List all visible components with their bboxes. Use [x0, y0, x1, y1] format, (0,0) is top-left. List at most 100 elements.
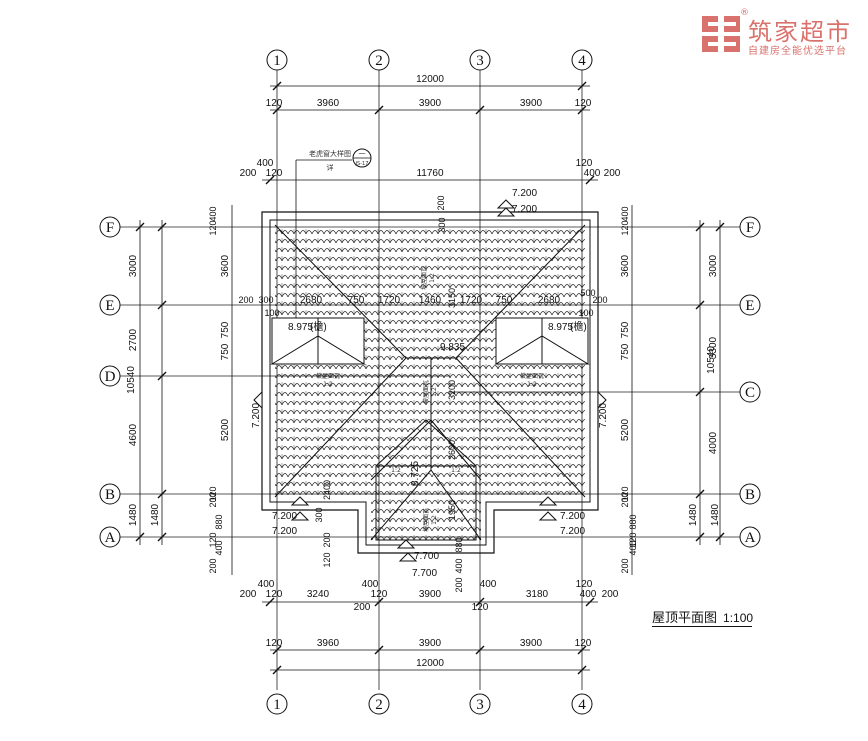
brand-name: 筑家超市 — [748, 18, 852, 46]
dim-in-1460: 1460 — [419, 295, 442, 306]
elev-bottom-left-1: 7.200 — [272, 511, 297, 522]
axis-right-F: F — [746, 220, 754, 236]
dim-rs-500: 500 — [580, 288, 595, 298]
drawing-title-text: 屋顶平面图 — [652, 611, 718, 626]
axis-left-B: B — [105, 487, 115, 503]
dim-bot1-120b: 120 — [371, 589, 388, 600]
dim-rs-400: 400 — [620, 206, 630, 221]
tile-note-top: 坡屋面瓦 — [420, 266, 428, 290]
dim-top-3960: 3960 — [317, 98, 340, 109]
dim-ls-120: 120 — [208, 220, 218, 235]
dim-top-120-right: 120 — [575, 98, 592, 109]
dim-ls-200b: 200 — [238, 295, 253, 305]
dimension-lines — [139, 85, 721, 671]
axis-right-E: E — [745, 298, 754, 314]
dim-iv-200b: 200 — [322, 532, 332, 547]
dim-iv-200: 200 — [436, 195, 446, 210]
dim-top-ov-400: 400 — [257, 158, 274, 169]
dim-ls-120b: 120 — [208, 486, 218, 501]
dim-bot2-3900-b: 3900 — [520, 638, 543, 649]
axis-top-4: 4 — [578, 53, 586, 69]
axis-left-F: F — [106, 220, 114, 236]
dim-iv-2400: 2400 — [322, 480, 332, 500]
slope-right: 1:2 — [527, 381, 537, 388]
dim-left-in-5200: 5200 — [220, 418, 231, 441]
axis-bottom-4: 4 — [578, 697, 586, 713]
dim-right-4000: 4000 — [708, 431, 719, 454]
axis-top-2: 2 — [375, 53, 383, 69]
dim-rs-120c: 120 — [628, 532, 638, 547]
dim-bot1-3240: 3240 — [307, 589, 330, 600]
dim-top-120-left: 120 — [266, 98, 283, 109]
dim-rs-400b: 400 — [628, 540, 638, 555]
dim-bot1-3180: 3180 — [526, 589, 549, 600]
axis-bottom-3: 3 — [476, 697, 484, 713]
dim-iv-200c: 200 — [454, 577, 464, 592]
tile-note-porch: 坡屋面瓦 — [422, 508, 430, 532]
dim-iv-880: 880 — [454, 537, 464, 552]
dim-top-3900-b: 3900 — [520, 98, 543, 109]
dim-top-ov-200: 200 — [240, 168, 257, 179]
dim-left-1480: 1480 — [128, 503, 139, 526]
slope-top: 1:2 — [429, 273, 436, 283]
dim-left-2700: 2700 — [128, 328, 139, 351]
elev-porch-1: 7.700 — [414, 551, 439, 562]
dim-bot1-200d: 200 — [602, 589, 619, 600]
slope-center: 1:2 — [431, 387, 438, 397]
dim-top-ov-r400: 400 — [584, 168, 601, 179]
dim-bot2-120-right: 120 — [575, 638, 592, 649]
dim-right-in-1480: 1480 — [710, 503, 721, 526]
elevation-markers — [253, 199, 607, 562]
dim-bot2-120-left: 120 — [266, 638, 283, 649]
dim-in-750-right: 750 — [496, 295, 513, 306]
elev-right-eave: 7.200 — [598, 403, 609, 428]
axis-right-B: B — [745, 487, 755, 503]
dim-right-total: 10540 — [706, 346, 717, 374]
dim-top-total: 12000 — [416, 74, 444, 85]
dim-ls-300: 300 — [258, 295, 273, 305]
dim-ls-100: 100 — [264, 308, 279, 318]
dim-in-1720-right: 1720 — [460, 295, 483, 306]
dormer-detail-label: 老虎窗大样图 — [309, 149, 351, 158]
dim-ls-880: 880 — [214, 514, 224, 529]
elev-bottom-right-2: 7.200 — [560, 526, 585, 537]
elev-top-2: 7.200 — [512, 204, 537, 215]
dim-right-in-5200: 5200 — [620, 418, 631, 441]
axis-bubbles — [99, 49, 761, 715]
axis-bottom-2: 2 — [375, 697, 383, 713]
porch — [375, 419, 477, 541]
dim-right-3300: 3300 — [708, 336, 719, 359]
brand-slogan: 自建房全能优选平台 — [748, 46, 847, 57]
slope-left: 1:2 — [323, 381, 333, 388]
slope-porch-mid: 1:2 — [431, 515, 438, 525]
slope-porch-right: 1:2 — [451, 467, 461, 474]
roof-ridges — [274, 224, 586, 541]
dim-rs-200b: 200 — [592, 295, 607, 305]
axis-bubble-labels: 1 2 3 4 1 2 3 4 F E D B A F E C B A — [105, 53, 756, 713]
dim-left-in-750b: 750 — [220, 343, 231, 360]
dim-top-inner: 11760 — [416, 168, 444, 179]
dim-bot1-400c: 400 — [480, 579, 497, 590]
dim-in-2680-right: 2680 — [538, 295, 561, 306]
dim-iv-3200: 3200 — [447, 380, 457, 400]
dim-iv-3150: 3150 — [447, 288, 457, 308]
drawing-scale: 1:100 — [723, 611, 754, 625]
dim-left-in-3600: 3600 — [220, 254, 231, 277]
dim-left-3000: 3000 — [128, 254, 139, 277]
brand-mark-icon — [702, 16, 740, 52]
elev-top-1: 7.200 — [512, 188, 537, 199]
elev-left-eave: 7.200 — [251, 403, 262, 428]
dim-in-1720-left: 1720 — [378, 295, 401, 306]
elev-ridge: 9.835 — [440, 342, 465, 353]
axis-left-E: E — [105, 298, 114, 314]
slope-porch-left: 1:2 — [391, 467, 401, 474]
dim-rs-880: 880 — [628, 514, 638, 529]
dim-ls-200: 200 — [208, 492, 218, 507]
dim-ls-120c: 120 — [208, 532, 218, 547]
dim-iv-400: 400 — [454, 558, 464, 573]
elev-left-dormer-tag: (檐) — [310, 320, 327, 333]
dormer-detail-sheet: JS-17 — [355, 161, 369, 167]
elev-right-dormer-tag: (檐) — [570, 320, 587, 333]
dim-top-ov-r200: 200 — [604, 168, 621, 179]
dormer-detail-ref: 一 — [359, 150, 366, 158]
